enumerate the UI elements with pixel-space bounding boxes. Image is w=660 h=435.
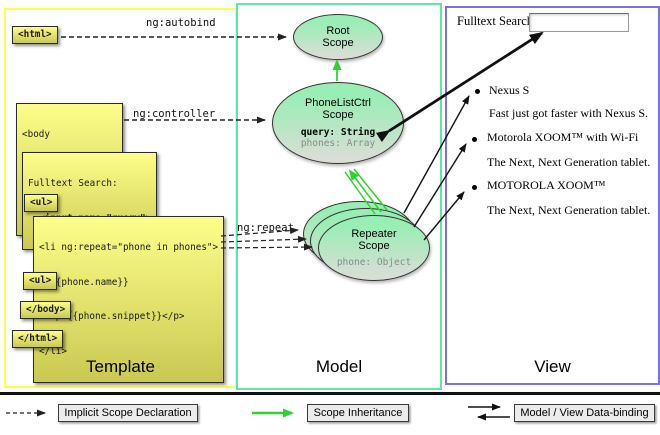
body-close-tag-box: </body> [20, 301, 72, 319]
view-item-desc: Fast just got faster with Nexus S. [489, 106, 648, 120]
code-line: <body [22, 129, 50, 140]
model-column-title: Model [315, 357, 363, 376]
scope-property: phones: Array [300, 138, 376, 149]
html-close-tag-box: </html> [12, 330, 64, 348]
scope-name: PhoneListCtrl [304, 96, 372, 109]
legend-implicit-scope-declaration: Implicit Scope Declaration [58, 404, 198, 422]
ng-repeat-label: ng:repeat [237, 222, 294, 234]
scope-name: Scope [322, 37, 354, 49]
root-scope-ellipse: Root Scope [293, 14, 383, 60]
ng-controller-label: ng:controller [133, 108, 216, 120]
legend-scope-inheritance: Scope Inheritance [307, 404, 409, 422]
view-panel [445, 6, 660, 385]
code-line: </li> [39, 345, 67, 357]
phonelistctrl-scope-ellipse: PhoneListCtrl Scope query: String phones… [272, 82, 404, 164]
bullet-icon [475, 89, 480, 94]
ng-autobind-label: ng:autobind [146, 17, 216, 29]
code-line: {{phone.name}} [39, 276, 129, 288]
li-repeat-code-box: <li ng:repeat="phone in phones"> {{phone… [33, 216, 225, 383]
view-item-title: MOTOROLA XOOM™ [487, 178, 606, 192]
legend-model-view-binding: Model / View Data-binding [514, 404, 655, 422]
view-item-title: Motorola XOOM™ with Wi-Fi [487, 130, 639, 144]
scope-name: Root [326, 24, 350, 37]
fulltext-search-label: Fulltext Search: [457, 14, 537, 28]
scope-property: query: String [300, 126, 376, 138]
view-item-desc: The Next, Next Generation tablet. [487, 203, 651, 217]
model-panel [236, 3, 442, 390]
scope-property: phone: Object [336, 256, 412, 268]
view-column-title: View [534, 357, 571, 376]
code-line: <p>{{phone.snippet}}</p> [39, 311, 185, 322]
ul-open-tag-box: <ul> [24, 194, 59, 212]
bullet-icon [472, 137, 477, 142]
fulltext-search-input[interactable] [529, 13, 629, 32]
legend-separator-line [0, 392, 660, 395]
scope-name: Repeater [351, 227, 397, 240]
bullet-icon [472, 185, 477, 190]
view-item-title: Nexus S [489, 83, 530, 97]
scope-name: Scope [322, 109, 354, 121]
code-line: <li ng:repeat="phone in phones"> [39, 242, 219, 253]
ul-close-tag-box: <ul> [23, 272, 58, 290]
view-item-desc: The Next, Next Generation tablet. [487, 155, 651, 169]
repeater-scope-ellipse: Repeater Scope phone: Object [318, 215, 430, 281]
scope-name: Scope [358, 240, 390, 253]
code-line: Fulltext Search: [28, 178, 118, 189]
template-column-title: Template [86, 357, 155, 376]
html-open-tag-box: <html> [12, 26, 58, 44]
